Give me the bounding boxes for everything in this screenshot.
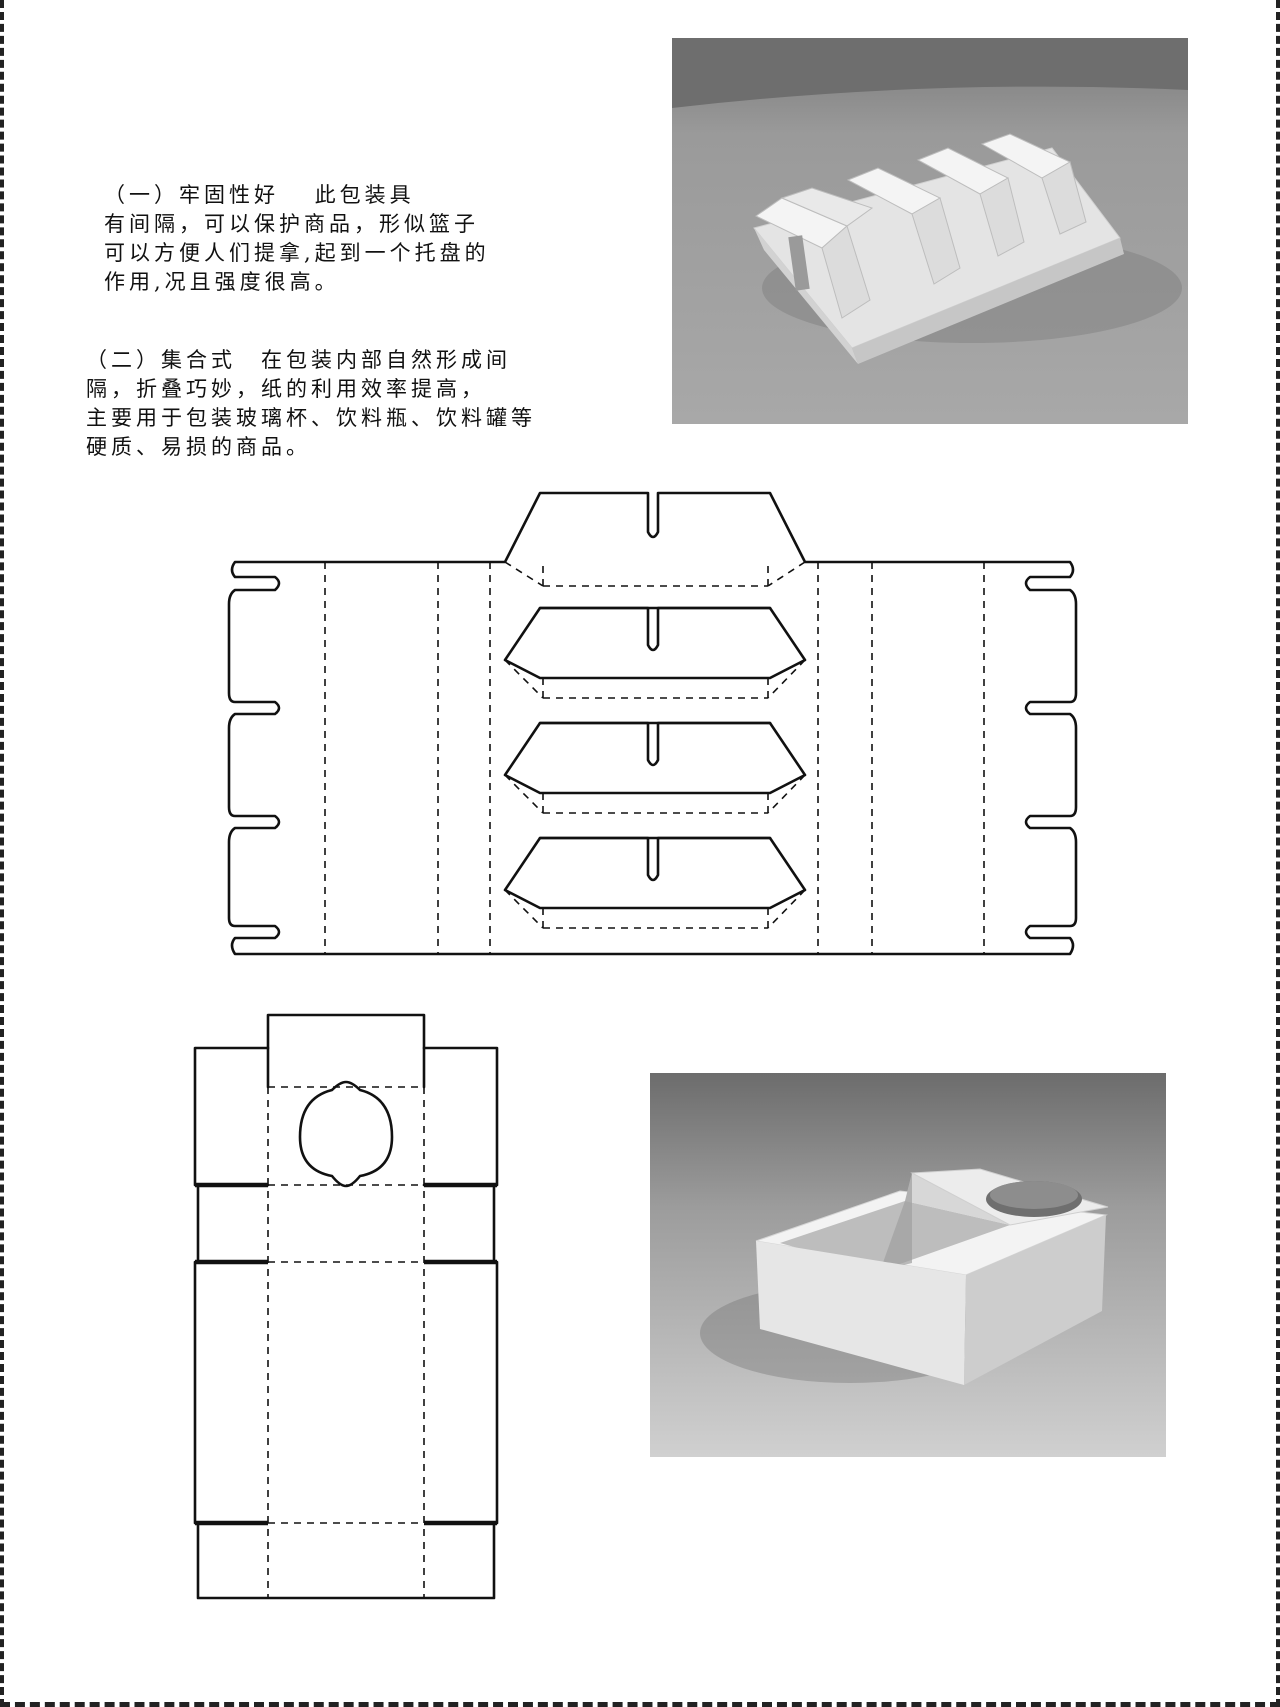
- photo-collective-box: [650, 1073, 1166, 1457]
- paragraph-sturdy-basket: （一）牢固性好 此包装具 有间隔，可以保护商品，形似篮子 可以方便人们提拿,起到…: [104, 183, 490, 294]
- dieline-collective-box: [193, 1013, 499, 1600]
- paragraph-collective-type: （二）集合式 在包装内部自然形成间 隔，折叠巧妙，纸的利用效率提高， 主要用于包…: [86, 348, 536, 459]
- photo-divider-tray: [672, 38, 1188, 424]
- dieline-divider-tray: [227, 491, 1078, 956]
